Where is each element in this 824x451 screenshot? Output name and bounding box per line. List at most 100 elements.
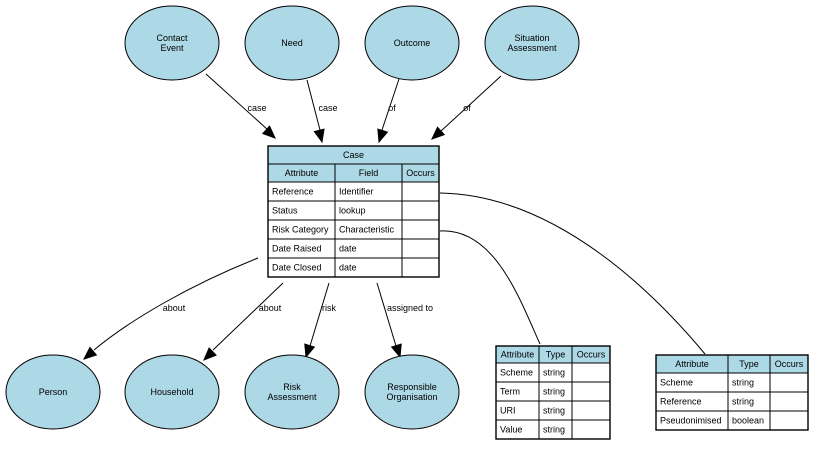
table-cell-text: string [732, 378, 754, 388]
table-cell-text: Identifier [339, 187, 374, 197]
table-cell-text: Risk Category [272, 225, 329, 235]
edge-contact-event-case-label: case [247, 103, 266, 113]
node-contact-event-label: Event [160, 43, 184, 53]
table-cell [401, 219, 440, 240]
edge-case-risk: risk [304, 282, 336, 359]
edge-case-person: about [83, 257, 259, 360]
table-cell-text: Value [500, 425, 522, 435]
node-need: Need [244, 5, 340, 81]
table-row: Reference Identifier [267, 181, 440, 202]
edge-case-risk-label: risk [322, 303, 336, 313]
node-outcome-shape [364, 5, 460, 81]
node-responsible-organisation-label: Organisation [386, 392, 437, 402]
table-row: Date Closed date [267, 257, 440, 278]
edge-case-household-line [212, 282, 284, 351]
table-cell-text: date [339, 244, 357, 254]
table-cell-text: string [543, 387, 565, 397]
table-cell-text: Reference [272, 187, 314, 197]
edge-need-case: case [306, 79, 338, 144]
node-outcome-label: Outcome [394, 38, 431, 48]
table-identifier-column-header: Attribute [675, 359, 709, 369]
edge-case-characteristic [439, 230, 541, 345]
table-cell [401, 257, 440, 278]
table-case-title: Case [343, 150, 364, 160]
node-person-shape [5, 354, 101, 430]
edge-case-org-label: assigned to [387, 303, 433, 313]
edge-case-characteristic-line [439, 230, 541, 345]
edge-situation-case-label: of [463, 103, 471, 113]
table-cell-text: Term [500, 387, 520, 397]
node-contact-event-label: Contact [156, 33, 188, 43]
table-characteristic-column-header: Attribute [501, 350, 535, 360]
node-risk-assessment-label: Risk [283, 382, 301, 392]
edge-outcome-case-label: of [388, 103, 396, 113]
table-cell [769, 410, 809, 431]
node-household-shape [124, 354, 220, 430]
node-situation-assessment-label: Assessment [507, 43, 557, 53]
edge-case-identifier [439, 192, 706, 355]
node-responsible-organisation-shape [364, 354, 460, 430]
table-characteristic-column-header: Occurs [577, 350, 606, 360]
edge-case-household: about [203, 282, 284, 361]
table-cell [571, 400, 611, 421]
node-person: Person [5, 354, 101, 430]
table-row: Reference string [655, 391, 809, 412]
edge-situation-case-arrowhead [431, 126, 446, 140]
edge-outcome-case-line [381, 78, 400, 131]
edge-case-identifier-line [439, 192, 706, 355]
node-responsible-organisation-label: Responsible [387, 382, 437, 392]
table-cell [401, 181, 440, 202]
table-cell-text: Scheme [500, 368, 533, 378]
table-cell-text: string [732, 397, 754, 407]
table-identifier-column-header: Type [739, 359, 759, 369]
table-case-column-header: Field [359, 168, 379, 178]
table-cell-text: Characteristic [339, 225, 395, 235]
edge-case-risk-arrowhead [304, 343, 316, 359]
node-risk-assessment-shape [244, 354, 340, 430]
table-row: Risk Category Characteristic [267, 219, 440, 240]
edge-case-person-label: about [163, 303, 186, 313]
edge-case-org-line [376, 282, 397, 347]
table-cell-text: Pseudonimised [660, 416, 722, 426]
edge-outcome-case: of [377, 78, 400, 144]
table-characteristic-border [495, 345, 611, 440]
table-cell-text: Scheme [660, 378, 693, 388]
edge-contact-event-case: case [205, 73, 276, 139]
edge-contact-event-case-line [205, 73, 269, 131]
table-row: Scheme string [655, 372, 809, 393]
table-cell-text: string [543, 425, 565, 435]
node-person-label: Person [39, 387, 68, 397]
table-cell-text: lookup [339, 206, 366, 216]
table-cell [571, 362, 611, 383]
table-row: Date Raised date [267, 238, 440, 259]
table-cell [769, 391, 809, 412]
edge-case-person-arrowhead [83, 346, 98, 360]
table-cell-text: Date Raised [272, 244, 322, 254]
node-need-shape [244, 5, 340, 81]
edge-situation-case-line [440, 75, 502, 132]
edge-case-household-arrowhead [203, 347, 217, 361]
node-situation-assessment-shape [484, 5, 580, 81]
table-cell-text: string [543, 368, 565, 378]
table-case-column-header: Attribute [285, 168, 319, 178]
edge-need-case-label: case [318, 103, 337, 113]
table-cell-text: date [339, 263, 357, 273]
table-cell-text: Reference [660, 397, 702, 407]
edge-case-org: assigned to [376, 282, 433, 359]
table-row: Term string [495, 381, 611, 402]
table-cell-text: Date Closed [272, 263, 322, 273]
table-case-border [267, 145, 440, 278]
edge-case-org-arrowhead [390, 343, 402, 359]
edge-outcome-case-arrowhead [377, 128, 389, 144]
table-cell [401, 200, 440, 221]
edge-case-risk-line [309, 282, 330, 347]
node-household: Household [124, 354, 220, 430]
